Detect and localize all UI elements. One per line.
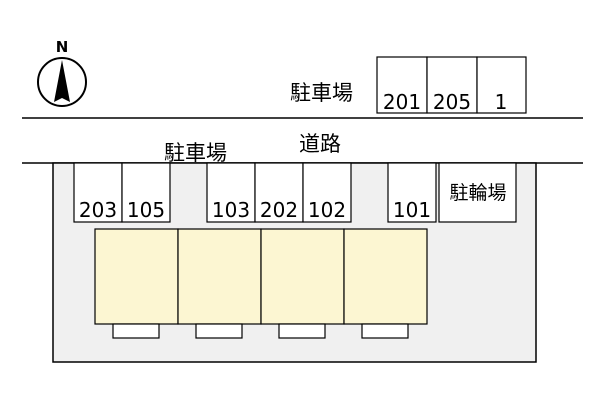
building-unit <box>343 228 428 325</box>
parking-space-label: 1 <box>495 90 508 114</box>
building <box>94 228 428 339</box>
bicycle-parking-area <box>438 162 517 223</box>
parking-space-1 <box>476 56 527 114</box>
building-unit <box>260 228 345 325</box>
parking-space-label: 101 <box>393 198 431 222</box>
parking-space-102 <box>302 162 352 223</box>
parking-space-label: 203 <box>79 198 117 222</box>
parking-space-203 <box>73 162 123 223</box>
parking-space-label: 102 <box>308 198 346 222</box>
parking-space-101 <box>387 162 437 223</box>
balcony <box>195 323 243 339</box>
balcony <box>278 323 326 339</box>
parking-space-label: 202 <box>260 198 298 222</box>
parking-space-label: 105 <box>127 198 165 222</box>
bicycle-parking: 駐輪場 <box>438 162 517 223</box>
road-label: 道路 <box>299 132 341 156</box>
parking-space-label: 103 <box>212 198 250 222</box>
parking-space-label: 205 <box>433 90 471 114</box>
building-unit <box>177 228 262 325</box>
road: 道路 <box>22 117 583 164</box>
parking-space-201 <box>376 56 428 114</box>
balcony <box>361 323 409 339</box>
parking-space-105 <box>121 162 171 223</box>
compass-north-label: N <box>56 38 69 56</box>
parking-north-label: 駐車場 <box>290 81 353 105</box>
parking-space-label: 201 <box>383 90 421 114</box>
parking-space-202 <box>254 162 304 223</box>
bicycle-parking-label: 駐輪場 <box>449 182 506 204</box>
parking-south: 203 105 103 202 102 101 <box>73 162 437 223</box>
parking-south-label: 駐車場 <box>164 141 227 165</box>
parking-space-205 <box>426 56 478 114</box>
north-arrow-icon <box>54 60 70 102</box>
balcony <box>112 323 160 339</box>
parking-north: 駐車場 201 205 1 <box>290 56 527 114</box>
parking-space-103 <box>206 162 256 223</box>
compass: N <box>37 38 87 107</box>
building-unit <box>94 228 179 325</box>
